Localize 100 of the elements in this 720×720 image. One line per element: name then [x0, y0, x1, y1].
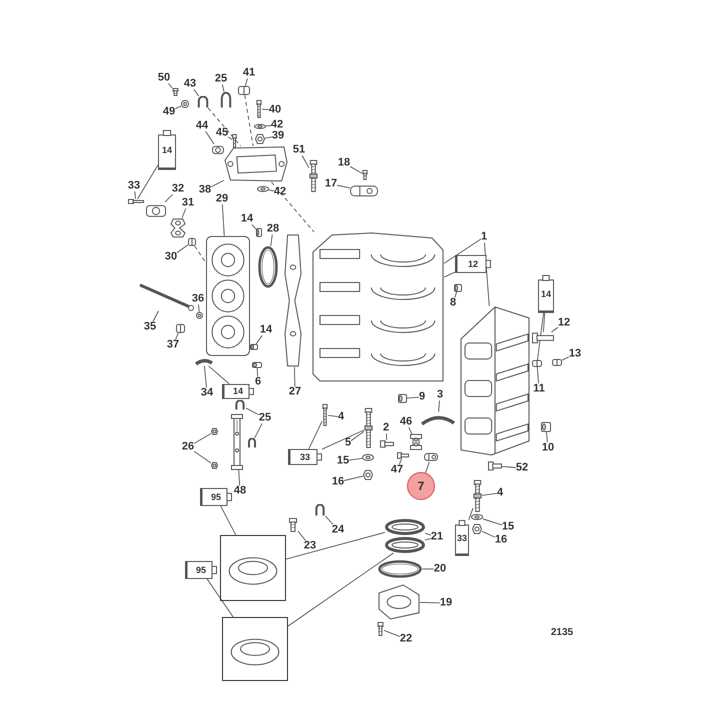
sealant-tube [538, 275, 554, 313]
leader-line [384, 630, 400, 637]
callout-number: 12 [558, 318, 570, 328]
bolt-drawing [364, 408, 373, 448]
callout-number: 36 [192, 294, 204, 304]
leader-line [137, 164, 158, 200]
o-ring-drawing [258, 246, 278, 288]
pin-drawing [256, 228, 262, 237]
nut-drawing [363, 470, 373, 480]
leader-line [194, 450, 212, 464]
leader-line [222, 204, 225, 236]
callout-number: 10 [542, 442, 554, 454]
leader-line [562, 356, 570, 361]
sealant-tube [200, 488, 232, 506]
dowel-drawing [541, 422, 551, 432]
callout-number: 6 [254, 376, 262, 388]
callout-number: 4 [338, 412, 344, 422]
dashed-alignment-line [244, 94, 254, 146]
leader-line [204, 366, 207, 388]
leader-line [256, 368, 258, 377]
callout-number: 3 [436, 390, 444, 400]
clip-drawing [314, 504, 326, 516]
callout-number: 11 [533, 384, 545, 394]
callout-number: 34 [200, 388, 214, 398]
tube-label: 33 [456, 534, 467, 542]
callout-number: 49 [162, 106, 176, 118]
dashed-alignment-line [270, 182, 314, 232]
bolt-drawing [532, 332, 554, 344]
callout-number: 25 [258, 412, 272, 424]
leader-line [551, 326, 558, 332]
leader-line [444, 272, 456, 278]
leader-line [222, 84, 224, 92]
nut-drawing [255, 134, 265, 144]
callout-number: 1 [480, 232, 488, 242]
leader-line [408, 427, 412, 434]
leader-line [344, 476, 364, 481]
tube-label: 14 [540, 290, 551, 298]
leader-line [482, 493, 498, 496]
fitting-drawing [350, 184, 378, 198]
nut-drawing [211, 462, 218, 469]
leader-line [268, 190, 274, 192]
callout-number: 38 [198, 184, 212, 196]
cover-plate-drawing [224, 146, 288, 182]
callout-number: 13 [568, 348, 582, 360]
callout-number: 15 [502, 522, 514, 532]
leader-line [350, 166, 362, 174]
callout-number: 25 [214, 74, 228, 84]
leader-line [546, 432, 548, 443]
bolt-drawing [377, 622, 384, 636]
leader-line [424, 532, 432, 536]
bolt-drawing [322, 404, 328, 426]
figure-number: 2135 [550, 628, 574, 638]
callout-number: 45 [216, 128, 228, 138]
callout-number: 24 [332, 524, 344, 536]
callout-number: 23 [304, 540, 316, 552]
tube-label: 14 [232, 387, 243, 396]
dowel-drawing [454, 284, 462, 292]
leader-line [298, 530, 306, 541]
leader-line [206, 578, 234, 618]
pin-drawing [250, 344, 258, 350]
leader-line [537, 312, 544, 360]
bolt-drawing [288, 518, 298, 532]
leader-line [422, 568, 434, 570]
callout-number: 42 [274, 186, 286, 198]
leader-line [246, 408, 260, 416]
leader-line [406, 396, 420, 399]
leader-line [302, 155, 310, 168]
callout-number: 4 [496, 488, 504, 498]
leader-line [328, 414, 338, 418]
sealant-tube [288, 449, 322, 465]
leader-line [454, 292, 458, 298]
callout-number: 28 [266, 224, 280, 234]
leader-line [176, 244, 188, 254]
leader-line [325, 516, 334, 525]
callout-number: 52 [516, 462, 528, 474]
crankcase-drawing [312, 232, 444, 382]
callout-number: 16 [332, 476, 344, 488]
leader-line [484, 242, 490, 306]
seal-ring-drawing [385, 519, 425, 535]
callout-number: 50 [158, 72, 170, 84]
bolt-drawing [397, 452, 409, 459]
bolt-drawing [488, 461, 502, 471]
clip-drawing [247, 438, 257, 448]
callout-number: 20 [434, 564, 446, 574]
callout-number: 48 [234, 486, 246, 496]
nut-drawing [472, 524, 482, 534]
callout-number: 17 [324, 178, 338, 190]
plug-drawing [532, 360, 542, 367]
tube-label: 14 [162, 146, 172, 154]
callout-number: 5 [344, 438, 352, 448]
leader-line [198, 304, 200, 312]
leader-line [152, 310, 159, 322]
leader-line [251, 224, 256, 230]
leader-line [336, 184, 350, 188]
gasket-drawing [170, 218, 186, 238]
sealant-tube [455, 520, 469, 556]
leader-line [205, 131, 214, 144]
leader-line [194, 89, 200, 96]
clip-drawing [234, 400, 246, 410]
sensor-drawing [212, 144, 224, 156]
